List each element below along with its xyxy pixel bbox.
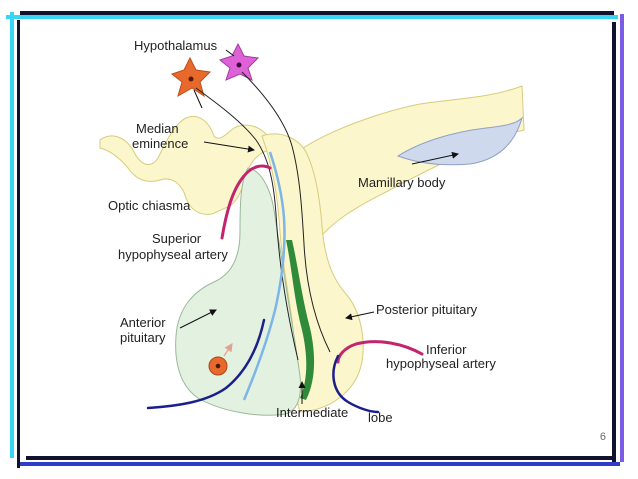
frame-bottom-blue-bar: [20, 462, 620, 466]
label-median-eminence-line2: eminence: [132, 136, 188, 151]
neuron-cell-icon: [170, 56, 212, 109]
neuron-cell-icon: [218, 42, 260, 81]
pointer-mamillary-body: [411, 151, 459, 165]
label-inferior-artery-line2: hypophyseal artery: [386, 356, 496, 371]
pointer-median-eminence: [203, 141, 255, 153]
frame-right-purple-bar: [620, 14, 624, 462]
pointer-anterior-pituitary: [179, 309, 217, 329]
superior-hypophyseal-artery: [220, 164, 272, 240]
inferior-hypophyseal-artery: [336, 340, 424, 364]
label-anterior-pituitary-line2: pituitary: [120, 330, 166, 345]
label-optic-chiasma: Optic chiasma: [108, 198, 191, 213]
label-posterior-pituitary: Posterior pituitary: [376, 302, 478, 317]
hypophyseal-portal-vessel: [242, 151, 286, 401]
posterior-pituitary-vein: [332, 354, 380, 414]
frame-right-dark-bar: [612, 22, 616, 464]
label-superior-artery-line1: Superior: [152, 231, 202, 246]
page-number: 6: [599, 431, 606, 443]
frame-left-cyan-bar: [10, 12, 14, 458]
frame-left-dark-bar: [17, 20, 20, 468]
label-mamillary-body: Mamillary body: [358, 175, 446, 190]
label-lobe: lobe: [368, 410, 393, 425]
frame-top-cyan-bar: [6, 15, 618, 19]
frame-bottom-dark-bar: [26, 456, 616, 460]
label-anterior-pituitary-line1: Anterior: [120, 315, 166, 330]
pituitary-stalk-posterior: [261, 133, 364, 413]
hypothalamus-tissue-right: [299, 85, 525, 242]
pointer-hypothalamus: [225, 49, 235, 57]
label-median-eminence-line1: Median: [136, 121, 179, 136]
label-intermediate: Intermediate: [276, 405, 348, 420]
intermediate-lobe: [286, 240, 315, 400]
anterior-pituitary-vein: [146, 318, 266, 410]
cell-icon: [208, 343, 233, 376]
axon-tract-1: [195, 87, 299, 361]
label-superior-artery-line2: hypophyseal artery: [118, 247, 228, 262]
label-inferior-artery-line1: Inferior: [426, 342, 467, 357]
mamillary-body: [396, 116, 524, 166]
anterior-pituitary-lobe: [175, 167, 301, 416]
frame-top-dark-bar: [20, 11, 614, 15]
label-hypothalamus: Hypothalamus: [134, 38, 218, 53]
pointer-posterior-pituitary: [345, 311, 375, 321]
axon-tract-2: [241, 71, 331, 353]
